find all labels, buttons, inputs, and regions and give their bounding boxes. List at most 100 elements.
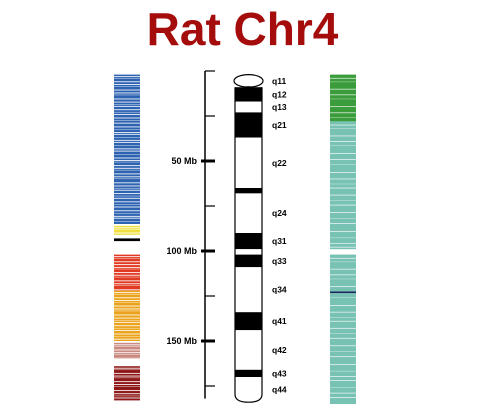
left-track-segment-0-gap <box>114 133 140 135</box>
left-track-segment-0-gap <box>114 117 140 119</box>
left-track-segment-7-gap <box>114 381 140 383</box>
right-track-segment-0-gap <box>330 112 356 114</box>
centromere-mark <box>246 86 251 89</box>
left-track-segment-1-gap <box>114 232 140 234</box>
left-track-segment-0-gap <box>114 89 140 91</box>
right-track-segment-2-gap <box>330 305 356 306</box>
left-track-segment-5 <box>114 290 140 341</box>
chromosome-band <box>235 137 262 188</box>
left-track-segment-4-gap <box>114 274 140 276</box>
left-track-segment-5-gap <box>114 317 140 319</box>
left-track-segment-0-gap <box>114 76 140 78</box>
left-track-segment-4-gap <box>114 266 140 268</box>
left-track-segment-3-gap <box>114 261 140 263</box>
chromosome-band <box>235 312 262 331</box>
right-track-segment-1-gap <box>330 246 356 248</box>
band-label: q11 <box>272 76 286 86</box>
axis-tick-label: 100 Mb <box>166 246 197 256</box>
right-track-segment-0-gap <box>330 106 356 108</box>
right-track-segment-1-gap <box>330 204 356 206</box>
chromosome-band <box>235 101 262 113</box>
left-track-segment-0-gap <box>114 193 140 195</box>
left-track-segment-0-gap <box>114 122 140 124</box>
right-track-marker <box>330 291 356 294</box>
left-track-segment-0-gap <box>114 150 140 152</box>
right-track-segment-2-gap <box>330 364 356 366</box>
left-track-segment-4-gap <box>114 272 140 274</box>
right-track-segment-2-gap <box>330 397 356 398</box>
right-track-segment-0-gap <box>330 88 356 90</box>
chart-title: Rat Chr4 <box>146 3 339 55</box>
left-track-segment-0-gap <box>114 201 140 203</box>
right-track-segment-1-gap <box>330 194 356 196</box>
band-label: q13 <box>272 102 287 112</box>
left-track-segment-2 <box>114 238 140 242</box>
right-track-segment-2-gap <box>330 337 356 339</box>
left-track-segment-0-gap <box>114 141 140 143</box>
right-track-segment-2-gap <box>330 356 356 358</box>
right-annotation-track <box>330 74 356 404</box>
chromosome-band <box>235 330 262 370</box>
chromosome-band <box>235 193 262 233</box>
left-track-segment-0-gap <box>114 92 140 94</box>
left-track-segment-7-gap <box>114 367 140 369</box>
left-track-segment-5-gap <box>114 297 140 299</box>
left-track-segment-0-gap <box>114 139 140 141</box>
left-annotation-track <box>114 74 140 401</box>
left-track-segment-1 <box>114 225 140 235</box>
left-track-segment-0-gap <box>114 105 140 107</box>
left-track-segment-5-gap <box>114 321 140 323</box>
left-track-segment-0-gap <box>114 167 140 169</box>
right-track-segment-2-gap <box>330 268 356 270</box>
chromosome-band <box>235 254 262 268</box>
left-track-segment-5-gap <box>114 300 140 301</box>
left-track-segment-0-gap <box>114 160 140 161</box>
left-track-segment-4-gap <box>114 289 140 291</box>
left-track-segment-7-gap <box>114 393 140 395</box>
right-track-segment-1-gap <box>330 223 356 224</box>
left-track-segment-0-gap <box>114 84 140 85</box>
left-track-segment-0-gap <box>114 197 140 199</box>
band-label: q33 <box>272 256 287 266</box>
chromosome-band <box>235 233 262 250</box>
left-track-segment-0-gap <box>114 210 140 212</box>
right-track-segment-2-gap <box>330 376 356 377</box>
right-track-segment-1-gap <box>330 124 356 126</box>
chromosome-band <box>235 188 262 194</box>
left-track-segment-6-gap <box>114 344 140 346</box>
left-track-segment-7 <box>114 366 140 401</box>
chromosome-band <box>235 87 262 102</box>
chromosome-band <box>235 112 262 138</box>
axis-tick-label: 150 Mb <box>166 336 197 346</box>
right-track-segment-1-gap <box>330 153 356 154</box>
left-track-segment-3 <box>114 254 140 266</box>
left-track-segment-7-gap <box>114 390 140 392</box>
left-track-segment-5-gap <box>114 308 140 310</box>
right-track-segment-2-gap <box>330 320 356 322</box>
telomere-cap <box>233 73 264 88</box>
band-label: q42 <box>272 345 287 355</box>
band-label: q24 <box>272 208 287 218</box>
right-track-segment-1-gap <box>330 178 356 180</box>
right-track-segment-1 <box>330 121 356 250</box>
right-track-segment-1-gap <box>330 135 356 137</box>
left-track-segment-3-gap <box>114 264 140 265</box>
left-track-segment-4-gap <box>114 280 140 282</box>
left-track-segment-0-gap <box>114 206 140 208</box>
right-track-segment-1-gap <box>330 159 356 160</box>
left-track-segment-4 <box>114 265 140 291</box>
right-track-segment-2-gap <box>330 274 356 276</box>
left-track-segment-0-gap <box>114 157 140 159</box>
left-track-segment-0-gap <box>114 185 140 187</box>
left-track-segment-0-gap <box>114 132 140 133</box>
right-track-segment-0 <box>330 74 356 122</box>
right-track-segment-1-gap <box>330 242 356 244</box>
left-track-segment-0-gap <box>114 182 140 184</box>
left-track-segment-5-gap <box>114 325 140 327</box>
right-track-segment-2-gap <box>330 380 356 381</box>
band-label: q21 <box>272 120 287 130</box>
left-track-segment-0-gap <box>114 81 140 83</box>
